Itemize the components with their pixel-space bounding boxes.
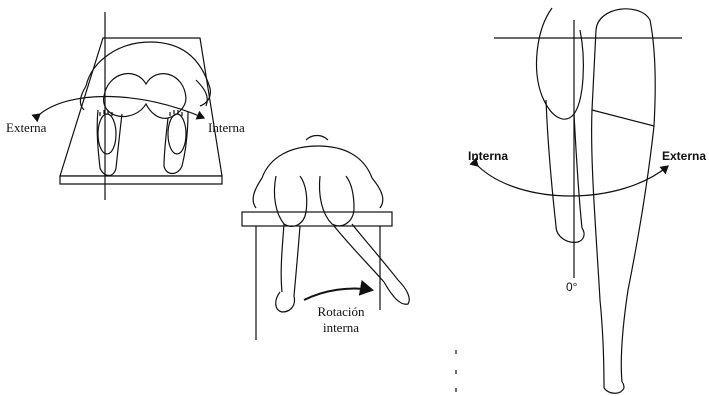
seated-left-foot	[276, 292, 295, 312]
standing-bent-foot	[556, 226, 584, 242]
prone-label-internal: Interna	[208, 121, 245, 134]
exam-table-edge	[60, 176, 222, 184]
standing-label-internal: Interna	[468, 150, 508, 162]
standing-figure-panel	[456, 8, 682, 393]
standing-rotation-arc	[478, 166, 668, 196]
standing-support-leg	[592, 110, 654, 388]
seated-head	[306, 136, 328, 141]
standing-bent-thigh	[537, 8, 584, 119]
seated-table-top	[242, 212, 392, 226]
seated-right-foot	[384, 280, 409, 304]
seated-left-lower-leg	[281, 224, 300, 296]
seated-torso	[262, 146, 372, 178]
seated-left-arm	[253, 178, 262, 208]
exam-table-top	[60, 38, 222, 176]
standing-shorts	[592, 9, 655, 126]
prone-label-external: Externa	[6, 121, 46, 134]
standing-support-foot	[604, 382, 624, 393]
standing-label-external: Externa	[662, 150, 706, 162]
seated-rotation-arrow	[304, 288, 372, 300]
prone-figure-panel	[40, 12, 222, 200]
seated-rotation-label: Rotación interna	[306, 305, 376, 334]
seated-right-lower-leg	[334, 224, 398, 282]
seated-right-arm	[372, 178, 383, 208]
standing-label-zero: 0°	[566, 281, 577, 293]
seated-rotation-label-line2: interna	[306, 321, 376, 334]
seated-rotation-label-line1: Rotación	[306, 305, 376, 318]
